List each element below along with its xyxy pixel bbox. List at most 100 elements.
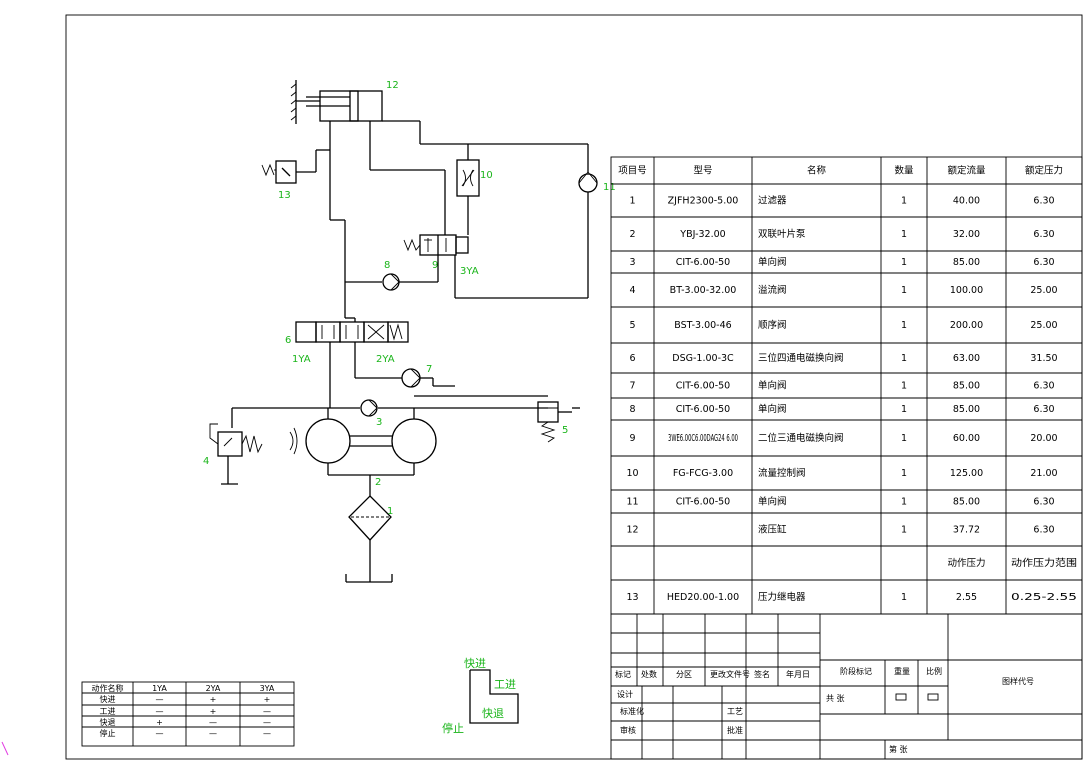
parts-cell: 单向阀 — [758, 403, 787, 415]
parts-cell: 10 — [626, 468, 638, 479]
parts-cell: 25.00 — [1030, 320, 1057, 331]
action-header-cell: 动作名称 — [92, 683, 124, 693]
parts-cell: 7 — [629, 381, 635, 392]
check-valve-8 — [345, 255, 439, 291]
label-3: 3 — [376, 417, 382, 428]
parts-header-cell: 额定压力 — [1025, 165, 1063, 177]
cycle-fast-return: 快退 — [482, 707, 504, 720]
parts-cell: 32.00 — [953, 229, 980, 240]
parts-cell: 1 — [901, 468, 907, 479]
parts-cell: 20.00 — [1030, 433, 1057, 444]
parts-cell: 三位四通电磁换向阀 — [758, 352, 844, 364]
parts-cell: 6.30 — [1033, 196, 1054, 207]
tb-standard: 标准化 — [620, 706, 644, 716]
parts-cell: 25.00 — [1030, 285, 1057, 296]
tb-change-no: 更改文件号 — [710, 669, 750, 679]
parts-cell: 溢流阀 — [758, 284, 787, 296]
parts-cell: 6.30 — [1033, 257, 1054, 268]
parts-cell: CIT-6.00-50 — [676, 404, 730, 415]
label-11: 11 — [603, 182, 616, 193]
parts-cell: 1 — [901, 592, 907, 603]
label-1: 1 — [387, 506, 393, 517]
parts-cell: 单向阀 — [758, 256, 787, 268]
parts-cell: 单向阀 — [758, 496, 787, 508]
title-block: 标记 处数 分区 更改文件号 签名 年月日 设计 标准化 工艺 审核 批准 阶段… — [610, 613, 1083, 760]
stray-mark — [1, 741, 9, 756]
tb-total: 共 张 — [826, 694, 845, 703]
parts-cell: DSG-1.00-3C — [672, 353, 734, 364]
parts-cell: 100.00 — [950, 285, 983, 296]
parts-cell: 6.30 — [1033, 404, 1054, 415]
parts-header-cell: 额定流量 — [947, 165, 986, 177]
parts-cell: 37.72 — [953, 525, 980, 536]
parts-cell: 6.30 — [1033, 525, 1054, 536]
parts-cell: 85.00 — [953, 257, 980, 268]
parts-cell: 液压缸 — [758, 524, 787, 536]
parts-cell: 60.00 — [953, 433, 980, 444]
tb-drawing-code: 图样代号 — [1002, 676, 1034, 686]
parts-cell: 85.00 — [953, 404, 980, 415]
label-7: 7 — [426, 364, 432, 375]
parts-cell: 2 — [629, 229, 635, 240]
label-2: 2 — [375, 477, 381, 488]
parts-cell: 1 — [901, 353, 907, 364]
parts-cell: CIT-6.00-50 — [676, 497, 730, 508]
label-3ya: 3YA — [460, 266, 479, 277]
double-vane-pump-2 — [289, 408, 437, 476]
action-cell: — — [209, 718, 217, 727]
action-header-cell: 1YA — [152, 684, 167, 693]
parts-cell: 二位三通电磁换向阀 — [758, 432, 844, 444]
action-cell: 快退 — [100, 717, 116, 727]
parts-cell: 顺序阀 — [758, 319, 787, 331]
parts-cell: 40.00 — [953, 196, 980, 207]
parts-cell: 1 — [901, 404, 907, 415]
action-cell: — — [156, 729, 164, 738]
parts-cell: 过滤器 — [758, 195, 787, 207]
pressure-relay-13 — [261, 149, 330, 184]
parts-cell: YBJ-32.00 — [679, 229, 725, 240]
parts-cell: 动作压力 — [947, 557, 985, 569]
parts-cell: 13 — [626, 592, 638, 603]
action-cell: — — [209, 729, 217, 738]
label-12: 12 — [386, 80, 399, 91]
sequence-valve-5 — [537, 401, 580, 443]
parts-cell: 63.00 — [953, 353, 980, 364]
tb-date: 年月日 — [786, 669, 810, 679]
parts-cell: 6 — [629, 353, 635, 364]
cycle-work-feed: 工进 — [494, 678, 516, 691]
parts-cell: 1 — [901, 433, 907, 444]
tb-approve: 批准 — [727, 725, 743, 735]
parts-cell: 6.30 — [1033, 497, 1054, 508]
tb-process: 工艺 — [727, 707, 743, 716]
action-cell: — — [263, 707, 271, 716]
label-8: 8 — [384, 260, 390, 271]
parts-cell: 双联叶片泵 — [758, 228, 806, 240]
cycle-fast-forward: 快进 — [464, 657, 486, 670]
parts-cell: 1 — [901, 381, 907, 392]
parts-cell: 85.00 — [953, 497, 980, 508]
parts-cell: BST-3.00-46 — [674, 320, 731, 331]
tb-weight: 重量 — [894, 666, 910, 676]
tb-review: 审核 — [620, 725, 636, 735]
label-2ya: 2YA — [376, 354, 395, 365]
action-cell: — — [156, 707, 164, 716]
parts-cell: 31.50 — [1030, 353, 1057, 364]
parts-cell: 21.00 — [1030, 468, 1057, 479]
parts-cell: 85.00 — [953, 381, 980, 392]
sheet-border — [65, 14, 1083, 760]
tb-count: 处数 — [641, 669, 657, 679]
parts-cell: 125.00 — [950, 468, 983, 479]
action-cell: + — [210, 695, 217, 704]
tb-sheet: 第 张 — [889, 744, 908, 754]
label-10: 10 — [480, 170, 493, 181]
action-cell: — — [156, 695, 164, 704]
parts-cell: 200.00 — [950, 320, 983, 331]
label-13: 13 — [278, 190, 291, 201]
parts-cell: CIT-6.00-50 — [676, 257, 730, 268]
parts-cell: 9 — [629, 433, 635, 444]
parts-cell: 1 — [901, 285, 907, 296]
tb-sign: 签名 — [754, 669, 770, 679]
parts-cell: 4 — [629, 285, 635, 296]
